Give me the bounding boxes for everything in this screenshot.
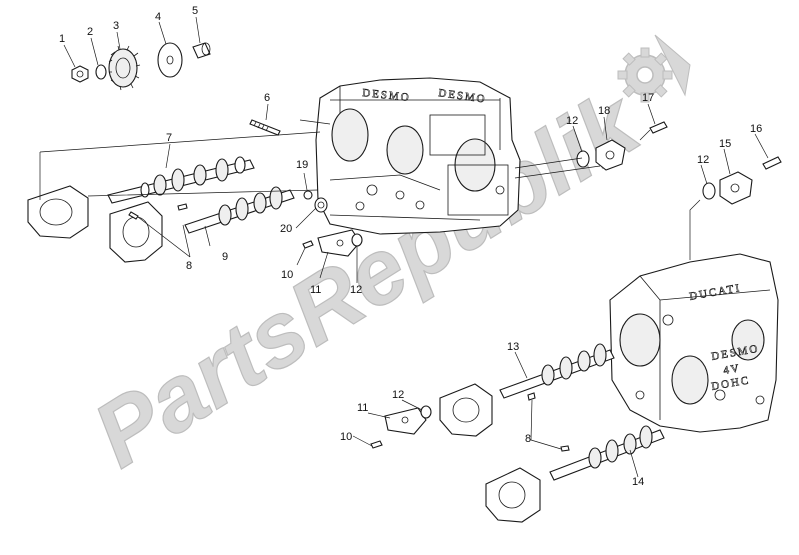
callout-9: 9 xyxy=(222,251,228,263)
callout-18: 18 xyxy=(598,105,610,117)
callout-12-upper-right: 12 xyxy=(566,115,578,127)
callout-5: 5 xyxy=(192,5,198,17)
part-12-oring-upper-left[interactable] xyxy=(351,233,363,247)
part-5-spacer[interactable] xyxy=(192,42,211,59)
lower-cam-cover-upper[interactable] xyxy=(439,383,493,437)
part-20-bushing[interactable] xyxy=(314,197,328,213)
upper-cylinder-head: DESMO DESMO xyxy=(315,77,521,235)
callout-19: 19 xyxy=(296,159,308,171)
part-7-camshaft[interactable] xyxy=(107,156,255,204)
callout-11-upper: 11 xyxy=(310,284,321,296)
callout-3: 3 xyxy=(113,20,119,32)
callout-12-upper-left: 12 xyxy=(350,284,362,296)
part-4-flange[interactable] xyxy=(157,42,183,78)
part-9-camshaft[interactable] xyxy=(184,186,295,234)
part-8-key-d[interactable] xyxy=(560,445,570,452)
part-2-washer[interactable] xyxy=(95,64,107,80)
lower-cylinder-head: DUCATI DESMO 4V DOHC xyxy=(609,253,779,433)
callout-17: 17 xyxy=(642,92,654,104)
part-12-oring-right[interactable] xyxy=(702,182,716,200)
callout-12-lower: 12 xyxy=(392,389,404,401)
part-11-plate-upper[interactable] xyxy=(317,229,361,257)
callout-16: 16 xyxy=(750,123,762,135)
part-6-stud[interactable] xyxy=(249,119,281,136)
upper-head-desmo-text: DESMO xyxy=(362,87,412,104)
part-10-screw-upper[interactable] xyxy=(302,240,314,249)
part-8-key-a[interactable] xyxy=(128,211,139,220)
part-19-plug[interactable] xyxy=(303,190,313,200)
part-12-oring-lower[interactable] xyxy=(420,405,432,419)
gear-icon xyxy=(617,34,691,103)
part-13-camshaft[interactable] xyxy=(499,343,615,399)
callout-1: 1 xyxy=(59,33,65,45)
part-3-toothed-pulley[interactable] xyxy=(108,48,138,88)
callout-12-right: 12 xyxy=(697,154,709,166)
callout-11-lower: 11 xyxy=(357,402,368,414)
part-10-screw-lower[interactable] xyxy=(370,440,383,449)
part-8-key-c[interactable] xyxy=(527,392,536,401)
part-17-bolt[interactable] xyxy=(649,121,668,134)
part-18-tensioner[interactable] xyxy=(595,139,626,171)
callout-4: 4 xyxy=(155,11,161,23)
upper-cam-cover-right[interactable] xyxy=(109,201,163,263)
lower-head-4v-text: 4V xyxy=(722,362,741,377)
callout-15: 15 xyxy=(719,138,731,150)
callout-6: 6 xyxy=(264,92,270,104)
part-12-oring-upper-right[interactable] xyxy=(576,150,590,168)
callout-13: 13 xyxy=(507,341,519,353)
callout-14: 14 xyxy=(632,476,644,488)
part-15-tensioner[interactable] xyxy=(719,171,753,205)
pulley-assembly xyxy=(71,42,211,91)
part-1-nut[interactable] xyxy=(71,65,89,83)
lower-cam-cover-lower[interactable] xyxy=(485,467,541,523)
part-14-camshaft[interactable] xyxy=(549,425,665,481)
callout-8-lower: 8 xyxy=(525,433,531,445)
callout-2: 2 xyxy=(87,26,93,38)
part-16-bolt[interactable] xyxy=(762,156,782,170)
part-11-plate-lower[interactable] xyxy=(384,407,427,435)
callout-8-upper: 8 xyxy=(186,260,192,272)
callout-10-upper: 10 xyxy=(281,269,293,281)
callout-20: 20 xyxy=(280,223,292,235)
part-8-key-b[interactable] xyxy=(177,203,188,211)
upper-cam-cover-left[interactable] xyxy=(27,185,89,239)
callout-10-lower: 10 xyxy=(340,431,352,443)
callout-7: 7 xyxy=(166,132,172,144)
